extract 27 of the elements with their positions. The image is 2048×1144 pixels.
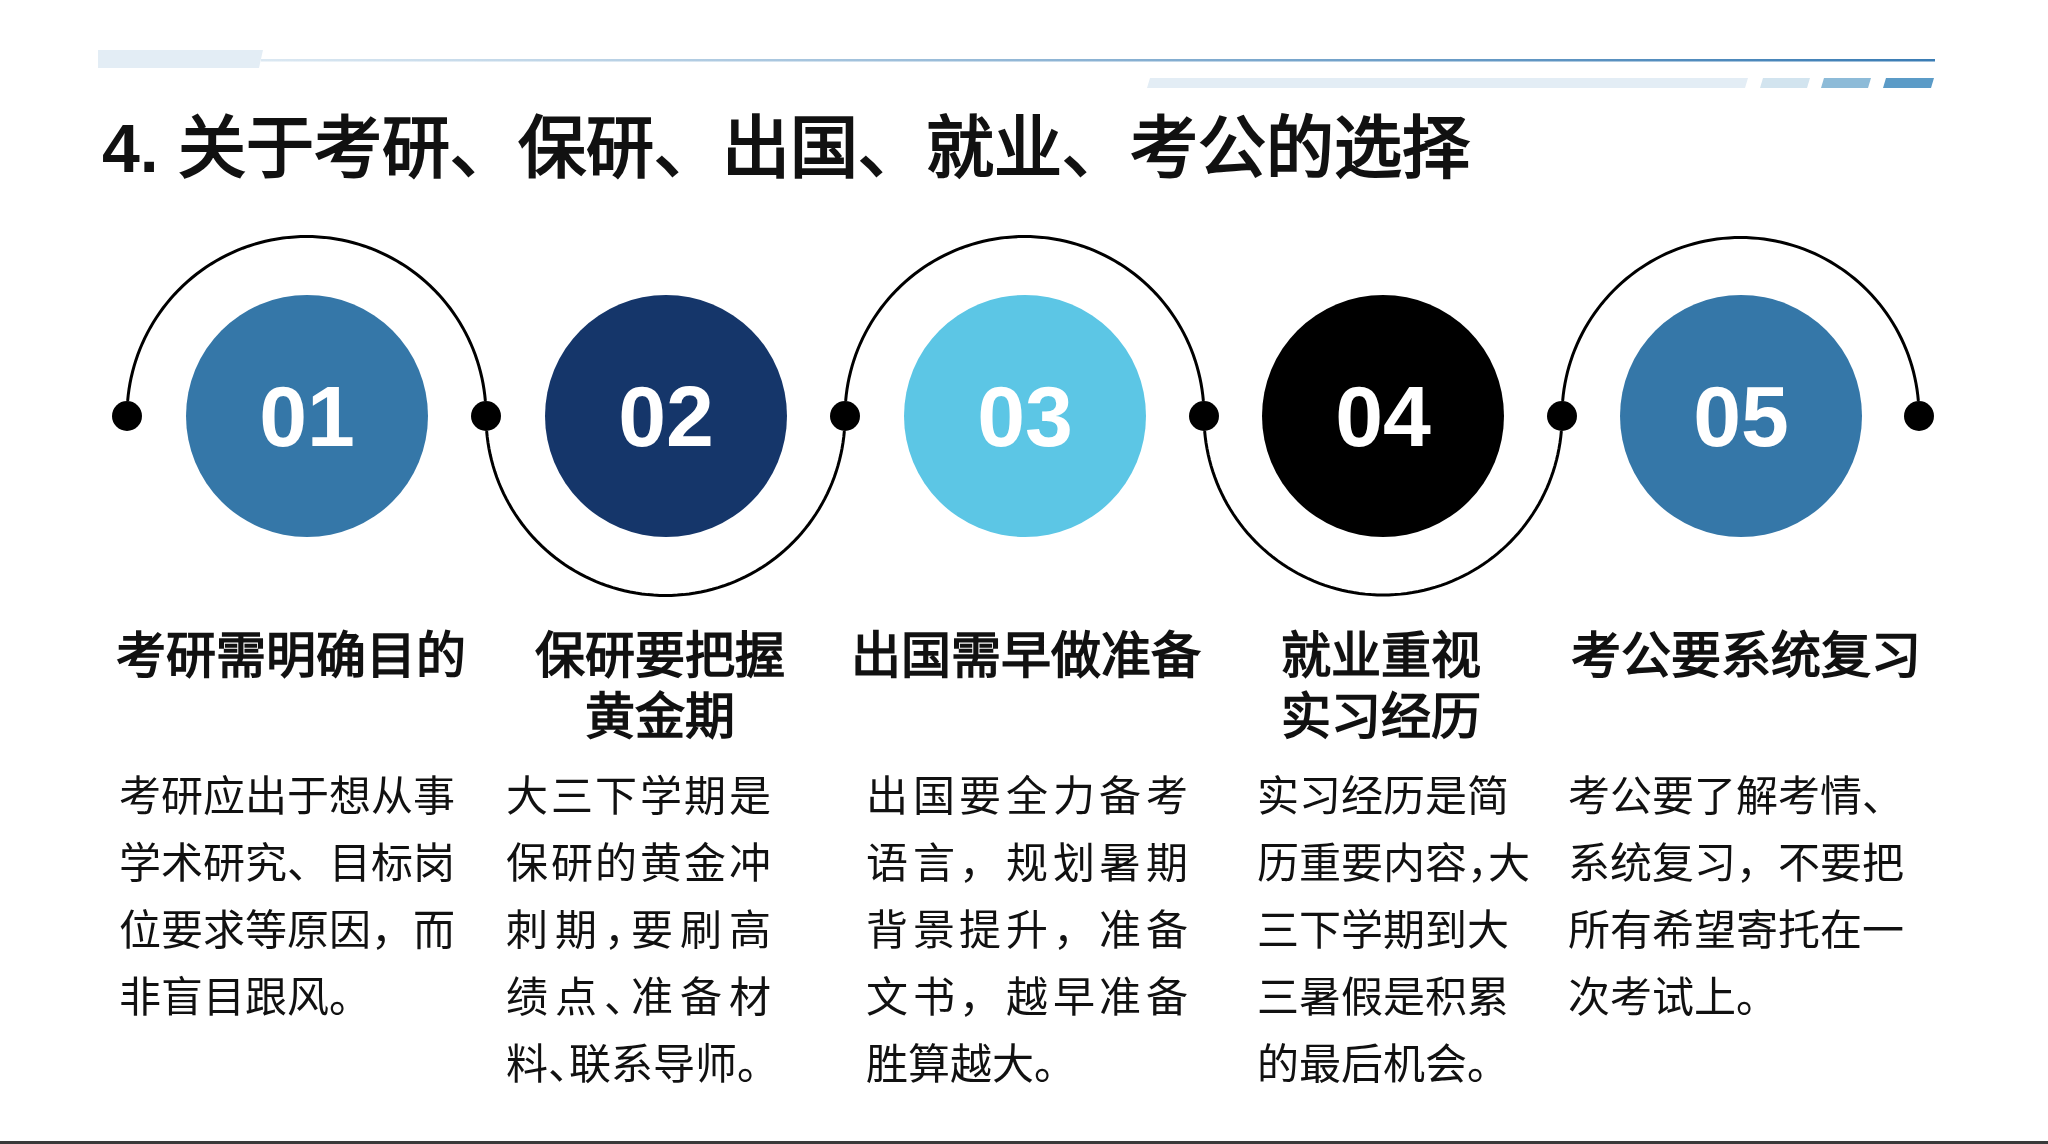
connector-dot: [830, 401, 860, 431]
step-number: 01: [259, 373, 355, 459]
connector-dot: [471, 401, 501, 431]
slide-title: 4. 关于考研、保研、出国、就业、考公的选择: [102, 109, 1470, 188]
step-heading: 出国需早做准备: [851, 626, 1201, 687]
step-description: 考研应出于想从事学术研究、目标岗位要求等原因，而非盲目跟风。: [119, 771, 456, 1024]
arc-connector: [1203, 430, 1563, 597]
arc-connector: [844, 235, 1205, 402]
step-heading: 考公要系统复习: [1571, 626, 1921, 687]
arc-connector: [485, 430, 846, 597]
step-heading: 考研需明确目的: [116, 626, 466, 687]
step-heading: 就业重视实习经历: [1280, 626, 1482, 748]
arc-connector: [126, 235, 487, 402]
connector-dot: [1547, 401, 1577, 431]
step-number: 05: [1693, 373, 1789, 459]
step-description: 考公要了解考情、系统复习，不要把所有希望寄托在一次考试上。: [1568, 771, 1905, 1024]
step-number: 03: [977, 373, 1073, 459]
step-number: 04: [1335, 373, 1431, 459]
connector-dot: [1904, 401, 1934, 431]
step-description: 大三下学期是保研的黄金冲刺期，要刷高绩点、准备材料、联系导师。: [506, 771, 771, 1091]
connector-dot: [1189, 401, 1219, 431]
step-heading: 保研要把握黄金期: [534, 626, 786, 748]
step-description: 实习经历是简历重要内容，大三下学期到大三暑假是积累的最后机会。: [1257, 771, 1531, 1091]
connector-dot: [112, 401, 142, 431]
step-description: 出国要全力备考语言，规划暑期背景提升，准备文书，越早准备胜算越大。: [866, 771, 1188, 1091]
arc-connector: [1561, 236, 1920, 402]
step-number: 02: [618, 373, 714, 459]
